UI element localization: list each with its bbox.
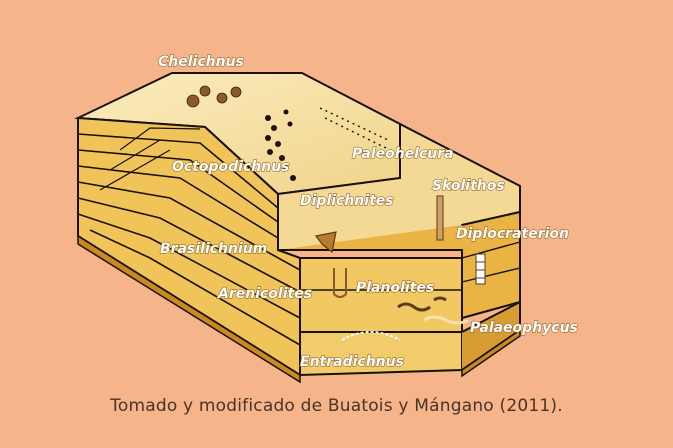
label-skolithos: Skolithos — [432, 178, 505, 194]
entradichnus-burrows — [341, 331, 401, 341]
octopodichnus-tracks — [265, 109, 296, 181]
label-planolites: Planolites — [356, 280, 434, 296]
left-base-edge — [77, 234, 301, 384]
left-front-face — [77, 116, 301, 377]
planolites-burrows — [397, 296, 447, 312]
paleohelcura-tracks — [319, 107, 391, 151]
label-arenicolites: Arenicolites — [217, 286, 312, 302]
label-brasilichnium: Brasilichnium — [160, 241, 267, 257]
diplocraterion-burrow — [475, 253, 486, 285]
right-base-edge — [461, 328, 521, 378]
label-diplichnites: Diplichnites — [300, 193, 394, 209]
brasilichnium-track — [314, 231, 337, 254]
skolithos-burrow — [436, 195, 444, 241]
right-front-face — [278, 210, 521, 377]
figure-caption: Tomado y modificado de Buatois y Mángano… — [110, 396, 563, 416]
label-diplocraterion: Diplocraterion — [456, 226, 569, 242]
palaeophycus-burrows — [423, 315, 469, 325]
label-palaeophycus: Palaeophycus — [470, 320, 578, 336]
label-chelichnus: Chelichnus — [158, 54, 244, 70]
arenicolites-burrow — [333, 268, 347, 298]
label-paleohelcura: Paleohelcura — [352, 146, 454, 162]
chelichnus-tracks — [186, 85, 242, 108]
label-octopodichnus: Octopodichnus — [172, 159, 290, 175]
label-entradichnus: Entradichnus — [300, 354, 404, 370]
